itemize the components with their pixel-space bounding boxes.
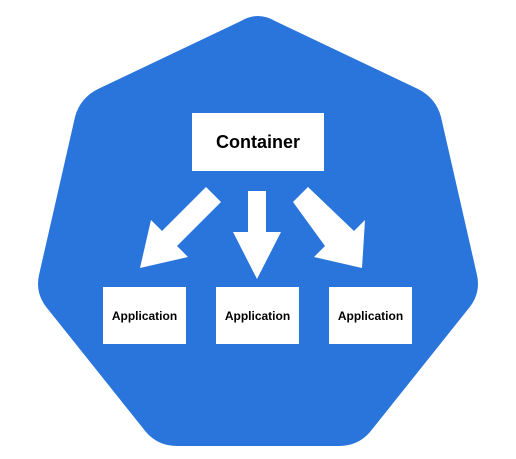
application-label-1: Application [111,308,178,323]
arrow-center [233,191,281,279]
application-box-3: Application [329,287,412,344]
application-box-1: Application [103,287,186,344]
container-label: Container [215,131,300,152]
arrow-right [293,187,365,268]
application-label-2: Application [224,308,291,323]
container-box: Container [192,113,324,171]
arrow-left [140,187,221,268]
application-box-2: Application [216,287,299,344]
application-label-3: Application [337,308,404,323]
